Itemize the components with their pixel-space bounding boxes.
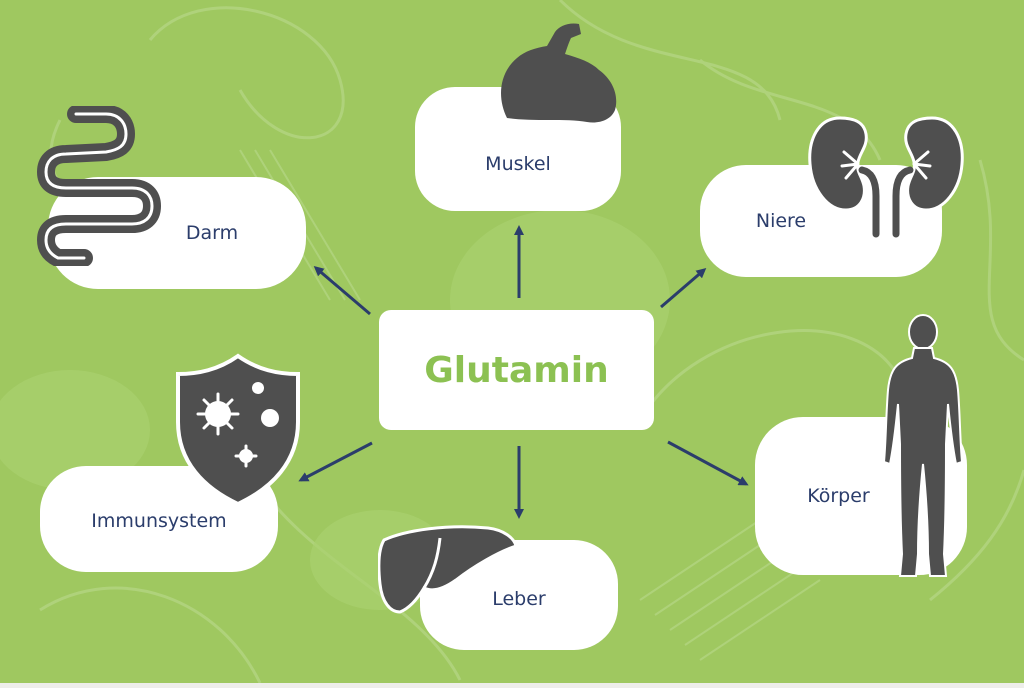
node-koerper-label: Körper — [807, 485, 870, 507]
node-niere-label: Niere — [755, 210, 807, 232]
shield-virus-icon — [176, 353, 300, 507]
liver-icon — [378, 525, 518, 614]
node-immunsystem: Immunsystem — [40, 466, 278, 572]
intestine-icon — [37, 106, 161, 266]
human-body-icon — [882, 314, 964, 577]
kidneys-icon — [808, 116, 964, 238]
center-label: Glutamin — [424, 349, 609, 391]
node-leber-label: Leber — [492, 588, 546, 610]
center-node-glutamin: Glutamin — [379, 310, 654, 430]
node-muskel-label: Muskel — [485, 153, 551, 175]
node-darm-label: Darm — [185, 222, 239, 244]
node-immunsystem-label: Immunsystem — [91, 510, 227, 532]
flexed-arm-icon — [501, 23, 617, 123]
